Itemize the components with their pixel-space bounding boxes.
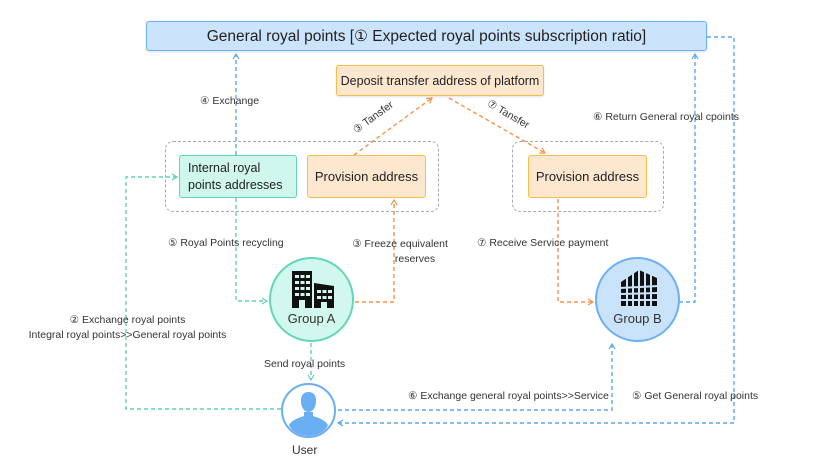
label-send-royal: Send royal points	[264, 358, 346, 370]
provision-address-box-a: Provision address	[307, 155, 426, 198]
arrow-transfer-7	[448, 97, 547, 154]
group-a-node: Group A	[269, 257, 354, 342]
arrow-return-general	[679, 52, 699, 303]
internal-addresses-line1: Internal royal	[188, 160, 261, 175]
group-b-node: Group B	[595, 257, 680, 342]
label-exchange-royal: ② Exchange royal points Integral royal p…	[15, 313, 240, 343]
internal-royal-points-addresses-box: Internal royal points addresses	[179, 155, 297, 198]
label-exchange-service: ⑥ Exchange general royal points>>Service	[408, 390, 609, 402]
group-a-address-frame	[165, 141, 439, 212]
group-a-label: Group A	[287, 311, 336, 326]
deposit-transfer-address-label: Deposit transfer address of platform	[340, 73, 540, 88]
label-exchange: ④ Exchange	[200, 95, 260, 107]
deposit-transfer-address-box: Deposit transfer address of platform	[336, 65, 544, 96]
arrow-get-general	[336, 36, 735, 427]
general-royal-points-label: General royal points [① Expected royal p…	[206, 27, 647, 45]
provision-address-label-b: Provision address	[535, 169, 640, 184]
arrow-exchange-service	[338, 342, 616, 411]
internal-addresses-line2: points addresses	[188, 177, 283, 192]
user-label: User	[292, 443, 318, 457]
label-exchange-royal-line1: ② Exchange royal points	[69, 314, 186, 326]
user-icon	[289, 392, 328, 436]
arrow-freeze	[355, 198, 398, 303]
arrow-receive-payment	[557, 199, 595, 306]
arrow-recycling	[235, 198, 269, 305]
label-freeze-line2: reserves	[394, 253, 436, 265]
label-exchange-royal-line2: Integral royal points>>General royal poi…	[28, 329, 227, 341]
label-royal-recycling: ⑤ Royal Points recycling	[168, 237, 284, 249]
provision-address-box-b: Provision address	[528, 155, 647, 198]
arrow-transfer-3	[353, 97, 433, 156]
label-return-general: ⑥ Return General royal cpoints	[593, 111, 739, 123]
provision-address-label-a: Provision address	[314, 169, 419, 184]
label-freeze-reserves: ③ Freeze equivalent reserves	[340, 237, 460, 267]
general-royal-points-box: General royal points [① Expected royal p…	[146, 21, 707, 51]
label-freeze-line1: ③ Freeze equivalent	[352, 238, 448, 250]
arrow-exchange-royal	[125, 173, 281, 410]
office-building-icon	[619, 270, 659, 307]
label-receive-payment: ⑦ Receive Service payment	[477, 237, 609, 249]
group-b-address-frame	[512, 141, 664, 212]
group-b-label: Group B	[613, 311, 662, 326]
buildings-icon	[292, 271, 334, 308]
label-get-general: ⑤ Get General royal points	[632, 390, 759, 402]
user-node	[281, 383, 336, 438]
